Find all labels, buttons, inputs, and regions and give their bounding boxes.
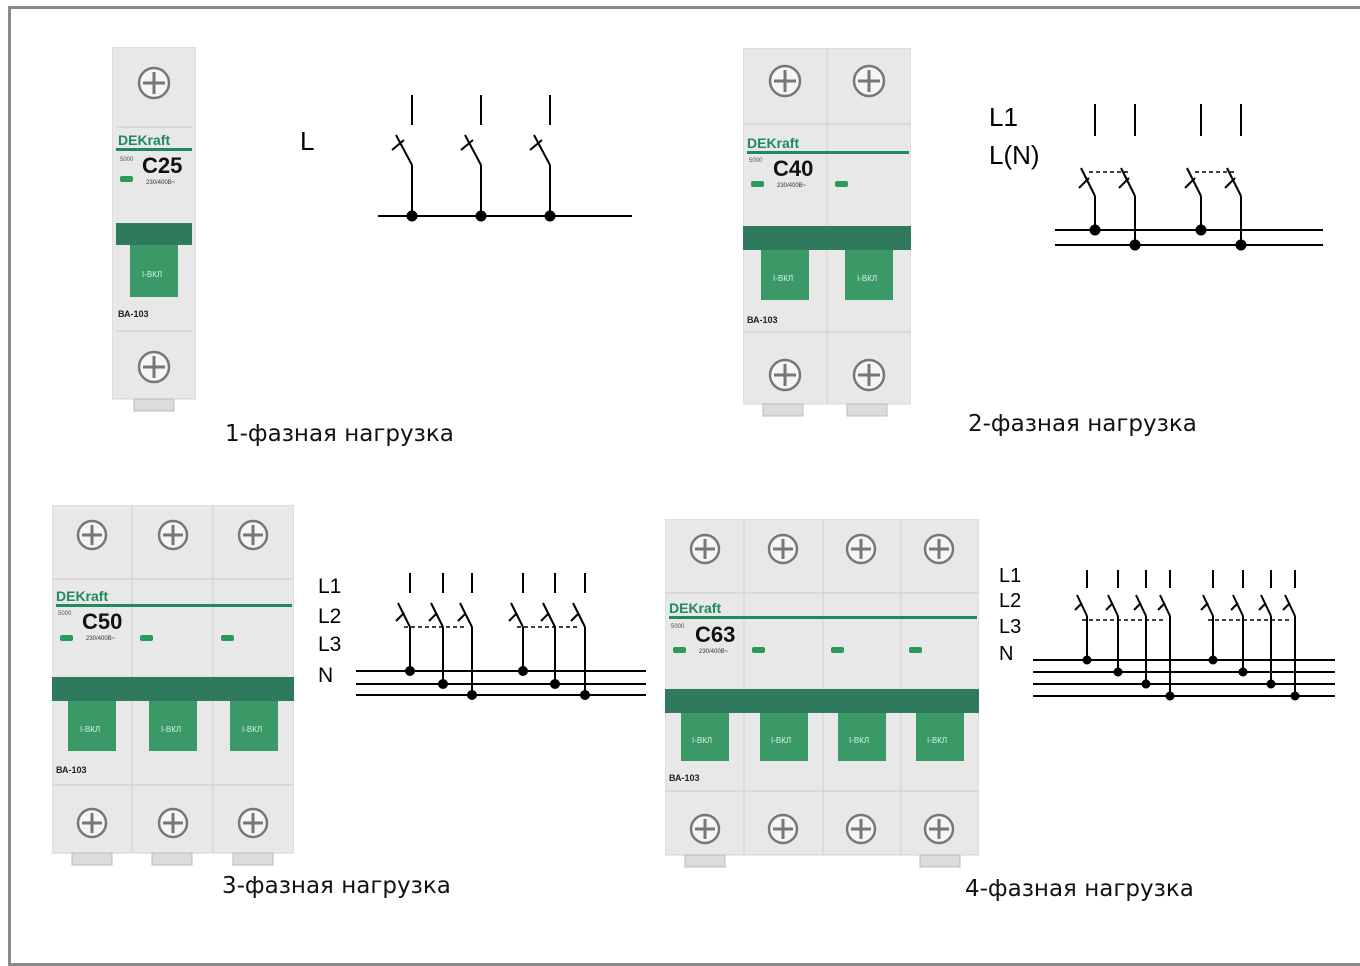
line-label-L3: L3 xyxy=(318,633,341,656)
screw-icon xyxy=(852,64,886,98)
code-label: 5000 xyxy=(671,624,685,630)
screw-icon xyxy=(689,533,721,565)
screw-icon xyxy=(76,519,108,551)
screw-icon xyxy=(767,533,799,565)
model-label: ВА-103 xyxy=(747,315,778,325)
toggle-label: I-ВКЛ xyxy=(142,270,162,279)
rating-label: C25 xyxy=(142,153,182,178)
screw-icon xyxy=(157,519,189,551)
line-label-N: N xyxy=(318,664,333,687)
rating-label: C63 xyxy=(695,622,735,647)
indicator-icon xyxy=(221,635,234,641)
toggle-lever xyxy=(916,713,964,761)
toggle-lever xyxy=(230,701,278,751)
toggle-bar xyxy=(52,677,294,701)
toggle-bar xyxy=(665,689,979,713)
code-label: 5000 xyxy=(749,158,763,164)
toggle-lever xyxy=(68,701,116,751)
screw-icon xyxy=(137,66,171,100)
model-label: ВА-103 xyxy=(56,765,87,775)
breaker-2pole: DEKraft 5000 C40 230/400В~ I-ВКЛ I-ВКЛ В… xyxy=(743,48,911,417)
screw-icon xyxy=(76,807,108,839)
toggle-bar xyxy=(116,223,192,245)
toggle-label: I-ВКЛ xyxy=(80,725,100,734)
screw-icon xyxy=(768,358,802,392)
toggle-lever xyxy=(130,245,178,297)
line-label-N: N xyxy=(999,643,1013,665)
line-label-L1: L1 xyxy=(989,102,1018,132)
screw-icon xyxy=(845,813,877,845)
toggle-label: I-ВКЛ xyxy=(771,736,791,745)
line-label-L2: L2 xyxy=(318,605,341,628)
indicator-icon xyxy=(909,647,922,653)
toggle-lever xyxy=(149,701,197,751)
voltage-label: 230/400В~ xyxy=(699,649,729,655)
screw-icon xyxy=(923,533,955,565)
indicator-icon xyxy=(751,181,764,187)
line-label-L: L xyxy=(300,126,314,156)
toggle-lever xyxy=(845,250,893,300)
toggle-lever xyxy=(761,250,809,300)
indicator-icon xyxy=(752,647,765,653)
screw-icon xyxy=(237,807,269,839)
screw-icon xyxy=(237,519,269,551)
toggle-label: I-ВКЛ xyxy=(242,725,262,734)
caption-4phase: 4-фазная нагрузка xyxy=(965,876,1194,902)
line-label-L1: L1 xyxy=(318,575,341,598)
rating-label: C50 xyxy=(82,609,122,634)
breaker-3pole: DEKraft 5000 C50 230/400В~ I-ВКЛ I-ВКЛ I… xyxy=(52,505,294,866)
screw-icon xyxy=(768,64,802,98)
toggle-lever xyxy=(838,713,886,761)
code-label: 5000 xyxy=(120,157,134,163)
screw-icon xyxy=(767,813,799,845)
toggle-label: I-ВКЛ xyxy=(927,736,947,745)
line-label-L1: L1 xyxy=(999,565,1021,587)
caption-3phase: 3-фазная нагрузка xyxy=(222,873,451,899)
breaker-4pole: DEKraft 5000 C63 230/400В~ I-ВКЛ I-ВКЛ I… xyxy=(665,519,979,868)
caption-1phase: 1-фазная нагрузка xyxy=(225,421,454,447)
schematic-3phase: L1 L2 L3 N xyxy=(318,573,646,700)
brand-label: DEKraft xyxy=(747,135,799,151)
caption-2phase: 2-фазная нагрузка xyxy=(968,411,1197,437)
toggle-label: I-ВКЛ xyxy=(692,736,712,745)
brand-label: DEKraft xyxy=(118,132,170,148)
indicator-icon xyxy=(673,647,686,653)
toggle-label: I-ВКЛ xyxy=(161,725,181,734)
indicator-icon xyxy=(140,635,153,641)
breaker-1pole: DEKraft 5000 C25 230/400В~ I-ВКЛ ВА-103 xyxy=(112,47,196,412)
model-label: ВА-103 xyxy=(118,309,149,319)
voltage-label: 230/400В~ xyxy=(146,180,176,186)
line-label-L2: L2 xyxy=(999,590,1021,612)
brand-label: DEKraft xyxy=(56,588,108,604)
screw-icon xyxy=(137,350,171,384)
indicator-icon xyxy=(60,635,73,641)
schematic-2phase: L1 L(N) xyxy=(989,102,1323,251)
indicator-icon xyxy=(120,176,133,182)
schematic-1phase: L xyxy=(300,95,632,222)
toggle-lever xyxy=(760,713,808,761)
toggle-label: I-ВКЛ xyxy=(857,274,877,283)
model-label: ВА-103 xyxy=(669,773,700,783)
schematic-4phase: L1 L2 L3 N xyxy=(999,565,1335,701)
screw-icon xyxy=(845,533,877,565)
voltage-label: 230/400В~ xyxy=(777,183,807,189)
screw-icon xyxy=(689,813,721,845)
screw-icon xyxy=(157,807,189,839)
indicator-icon xyxy=(831,647,844,653)
screw-icon xyxy=(852,358,886,392)
indicator-icon xyxy=(835,181,848,187)
toggle-lever xyxy=(681,713,729,761)
toggle-bar xyxy=(743,226,911,250)
voltage-label: 230/400В~ xyxy=(86,636,116,642)
toggle-label: I-ВКЛ xyxy=(773,274,793,283)
screw-icon xyxy=(923,813,955,845)
code-label: 5000 xyxy=(58,611,72,617)
rating-label: C40 xyxy=(773,156,813,181)
line-label-LN: L(N) xyxy=(989,140,1040,170)
toggle-label: I-ВКЛ xyxy=(849,736,869,745)
brand-label: DEKraft xyxy=(669,600,721,616)
line-label-L3: L3 xyxy=(999,616,1021,638)
